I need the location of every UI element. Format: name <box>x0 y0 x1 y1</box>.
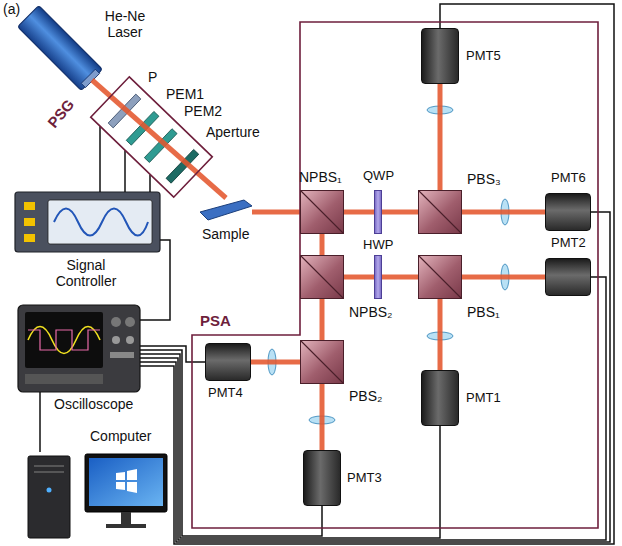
node-label: HWP <box>363 238 369 253</box>
node-label: NPBS₂ <box>349 304 391 320</box>
oscilloscope: Oscilloscope <box>18 305 140 392</box>
node-label: PMT3 <box>347 471 383 486</box>
laser-beam <box>382 210 418 215</box>
outline-shape <box>192 22 598 528</box>
aperture-label: Aperture <box>206 124 260 140</box>
laser-beam <box>251 360 300 365</box>
oscilloscope-unit <box>18 305 140 392</box>
beam-splitter-cube: PBS₁ <box>418 255 462 299</box>
node-label: PBS₂ <box>349 388 391 404</box>
outline-shape <box>192 22 598 528</box>
signal-wire <box>140 4 614 544</box>
node-label: PEM2 <box>184 103 222 119</box>
lens <box>268 106 509 424</box>
node-label: PEM1 <box>166 86 204 102</box>
node-label: Computer <box>90 428 233 444</box>
modulator-label: PEM1 <box>166 86 204 102</box>
photomultiplier: PMT3 <box>303 450 341 506</box>
modulator-label: PEM2 <box>184 103 222 119</box>
node-label: PMT4 <box>208 386 252 401</box>
signal-wire <box>149 174 151 192</box>
signal-wire <box>140 212 610 542</box>
laser-beam <box>320 234 325 255</box>
signal-wire <box>140 240 170 320</box>
laser-beam <box>462 275 545 280</box>
laser-tube <box>18 6 104 92</box>
laser-beam <box>438 84 443 190</box>
photomultiplier: PMT1 <box>421 370 459 426</box>
sample-plate <box>200 200 252 220</box>
node-label: NPBS₁ <box>299 169 341 185</box>
laser-beam <box>344 210 374 215</box>
signal-wire <box>124 150 126 192</box>
laser-beam <box>320 384 325 450</box>
computer: Computer <box>25 452 168 540</box>
wave-plate: QWP <box>374 190 382 234</box>
laser-beam <box>92 80 226 198</box>
polarizer-label: P <box>148 69 157 85</box>
signal-wire <box>140 354 440 538</box>
node-label: Oscilloscope <box>54 396 176 412</box>
node-label: PMT2 <box>551 236 595 251</box>
signal-controller: Signal Controller <box>15 192 160 252</box>
photomultiplier: PMT6 <box>545 193 591 231</box>
node-label: PBS₃ <box>467 171 509 187</box>
node-label: Signal Controller <box>40 257 132 289</box>
node-label: PMT6 <box>551 171 595 186</box>
laser-beam <box>252 210 300 215</box>
signal-wire <box>140 346 205 362</box>
wave-plate: HWP <box>374 255 382 299</box>
signal-wire <box>39 392 41 452</box>
node-label: PBS₁ <box>467 304 509 320</box>
laser-beam <box>320 299 325 340</box>
node-label: He-Ne Laser <box>100 8 150 40</box>
node-label: PMT5 <box>466 49 502 64</box>
node-label: PSA <box>200 312 606 329</box>
laser-beam <box>344 275 374 280</box>
outline-shape <box>91 77 213 197</box>
beam-splitter-cube: NPBS₂ <box>300 255 344 299</box>
node-label: QWP <box>363 169 369 184</box>
node-label: PMT1 <box>466 391 502 406</box>
laser-beam <box>438 299 443 370</box>
signal-wire <box>99 126 101 192</box>
node-label: Aperture <box>206 124 260 140</box>
laser-beam <box>382 275 418 280</box>
node-label: Sample <box>202 226 254 242</box>
beam-splitter-cube: PBS₃ <box>418 190 462 234</box>
sample: Sample <box>200 198 252 222</box>
node-label: PSG <box>44 26 136 131</box>
signal-controller-unit <box>15 192 160 252</box>
beam-splitter-cube: NPBS₁ <box>300 190 344 234</box>
psa-group: PSANPBS₁QWPPBS₃PMT5PMT6NPBS₂HWPPBS₁PMT2P… <box>192 22 598 528</box>
node-label: P <box>148 69 157 85</box>
laser-source: He-Ne Laser <box>17 5 103 91</box>
computer-unit <box>28 454 167 538</box>
figure-label: (a) <box>3 1 20 17</box>
psg-group: PSGPPEM1PEM2Aperture <box>90 76 213 198</box>
beam-splitter-cube: PBS₂ <box>300 340 344 384</box>
photomultiplier: PMT2 <box>545 258 591 296</box>
laser-beam <box>462 210 545 215</box>
photomultiplier: PMT4 <box>205 343 251 381</box>
photomultiplier: PMT5 <box>421 28 459 84</box>
signal-wire <box>140 277 606 540</box>
